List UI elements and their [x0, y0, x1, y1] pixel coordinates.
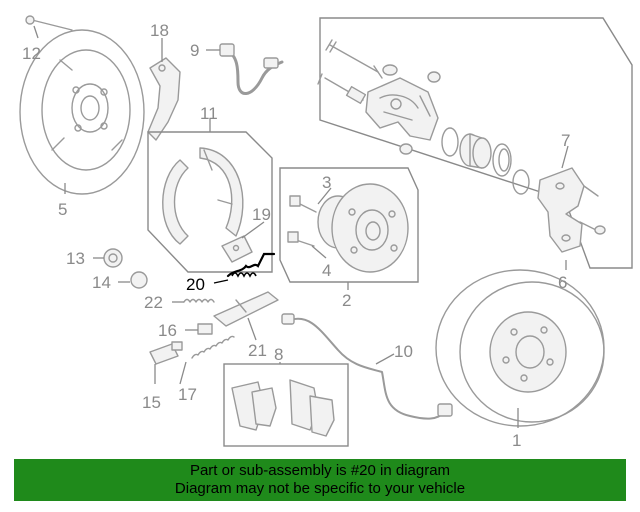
- abs-sensor-15: [149, 341, 183, 365]
- clip-16: [197, 323, 213, 335]
- callout-19: 19: [252, 205, 271, 224]
- caliper-piston: [459, 133, 492, 169]
- shoe-adjuster-13: [103, 248, 123, 268]
- callout-22: 22: [144, 293, 163, 312]
- brake-hose: [219, 43, 284, 95]
- caliper-bolt-upper: [325, 39, 383, 79]
- banner-line-disclaimer: Diagram may not be specific to your vehi…: [174, 480, 466, 497]
- bleeder-cap: [382, 64, 398, 76]
- callout-14: 14: [92, 273, 111, 292]
- callout-2: 2: [342, 291, 351, 310]
- callout-3: 3: [322, 173, 331, 192]
- snap-ring: [512, 169, 530, 195]
- brake-pad-set: [231, 379, 335, 437]
- parking-brake-shoes: [162, 147, 244, 245]
- shoe-kit-frame: [147, 131, 273, 273]
- callout-16: 16: [158, 321, 177, 340]
- callout-8: 8: [274, 345, 283, 364]
- piston-seal: [441, 127, 459, 157]
- caliper-panel-frame: [319, 17, 633, 269]
- dust-boot: [492, 143, 512, 177]
- pad-set-frame: [223, 363, 349, 447]
- hub-bolt-lower: [287, 231, 315, 247]
- return-spring-20: [226, 252, 276, 278]
- callout-5: 5: [58, 200, 67, 219]
- callout-13: 13: [66, 249, 85, 268]
- caliper-support-bracket: [537, 167, 585, 253]
- spring-22: [183, 298, 215, 303]
- hub-assembly-frame: [279, 167, 419, 283]
- callout-12: 12: [22, 44, 41, 63]
- hub-bearing: [317, 183, 409, 273]
- abs-sensor-wire: [281, 313, 453, 420]
- callout-21: 21: [248, 341, 267, 360]
- caliper-body: [365, 77, 439, 141]
- strut-21: [213, 291, 279, 327]
- callout-6: 6: [558, 273, 567, 292]
- callout-18: 18: [150, 21, 169, 40]
- callout-9: 9: [190, 41, 199, 60]
- info-banner: Part or sub-assembly is #20 in diagram D…: [14, 459, 626, 501]
- callout-1: 1: [512, 431, 521, 450]
- cap-14: [130, 271, 148, 289]
- caliper-bolt-lower: [317, 73, 367, 105]
- callout-10: 10: [394, 342, 413, 361]
- brake-rotor: [435, 269, 605, 427]
- caliper-dust-cap: [399, 143, 413, 155]
- backing-plate-bolt: [25, 15, 73, 31]
- backing-plate: [19, 29, 145, 195]
- cable-bracket: [147, 57, 181, 141]
- banner-line-part: Part or sub-assembly is #20 in diagram: [189, 462, 451, 479]
- callout-20: 20: [186, 275, 205, 294]
- parking-lever-19: [221, 235, 253, 263]
- spring-17: [191, 335, 235, 359]
- caliper-cap: [427, 71, 441, 83]
- leader-lines: [33, 25, 569, 428]
- brake-exploded-diagram: 1 2 3 4 5 6 7 8 9 10 11 12 13 14 15 16 1…: [19, 15, 633, 450]
- support-bolt: [579, 185, 606, 235]
- hub-bolt-upper: [289, 195, 317, 213]
- callout-11: 11: [200, 104, 218, 123]
- callout-7: 7: [561, 131, 570, 150]
- callout-4: 4: [322, 261, 331, 280]
- dust-boot-inner: [498, 148, 510, 172]
- callout-numbers: 1 2 3 4 5 6 7 8 9 10 11 12 13 14 15 16 1…: [22, 21, 570, 450]
- callout-17: 17: [178, 385, 197, 404]
- callout-15: 15: [142, 393, 161, 412]
